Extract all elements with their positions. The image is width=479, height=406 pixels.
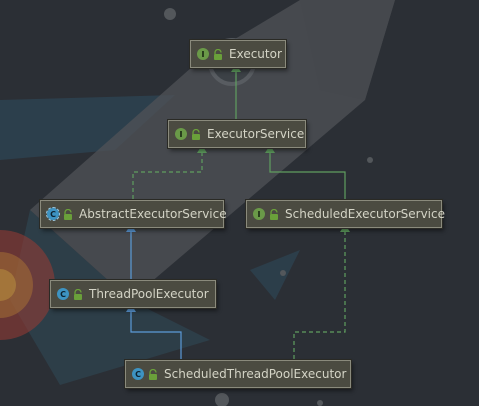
- edge-scheduledthreadpoolexecutor-threadpoolexecutor: [126, 304, 182, 359]
- node-label: AbstractExecutorService: [79, 207, 227, 221]
- interface-icon: I: [175, 128, 187, 140]
- node-scheduledexecutorservice[interactable]: I ScheduledExecutorService: [246, 200, 445, 228]
- node-threadpoolexecutor[interactable]: C ThreadPoolExecutor: [50, 280, 216, 308]
- node-label: ScheduledExecutorService: [285, 207, 445, 221]
- lock-icon: [270, 208, 278, 220]
- abstract-class-icon: C: [46, 207, 60, 221]
- node-label: ExecutorService: [207, 127, 305, 141]
- interface-icon: I: [253, 208, 265, 220]
- node-scheduledthreadpoolexecutor[interactable]: C ScheduledThreadPoolExecutor: [125, 360, 351, 388]
- class-icon: C: [57, 288, 69, 300]
- lock-icon: [214, 48, 222, 60]
- lock-icon: [64, 208, 72, 220]
- lock-icon: [192, 128, 200, 140]
- edge-scheduledthreadpoolexecutor-scheduledexecutorservice: [293, 224, 350, 359]
- edge-scheduledexecutorservice-executorservice: [265, 145, 346, 199]
- class-icon: C: [132, 368, 144, 380]
- interface-icon: I: [197, 48, 209, 60]
- edge-abstractexecutorservice-executorservice: [132, 145, 207, 199]
- lock-icon: [74, 288, 82, 300]
- node-executorservice[interactable]: I ExecutorService: [168, 120, 306, 148]
- node-label: Executor: [229, 47, 282, 61]
- node-label: ScheduledThreadPoolExecutor: [164, 367, 347, 381]
- node-executor[interactable]: I Executor: [190, 40, 286, 68]
- node-abstractexecutorservice[interactable]: C AbstractExecutorService: [40, 200, 227, 228]
- node-label: ThreadPoolExecutor: [89, 287, 209, 301]
- lock-icon: [149, 368, 157, 380]
